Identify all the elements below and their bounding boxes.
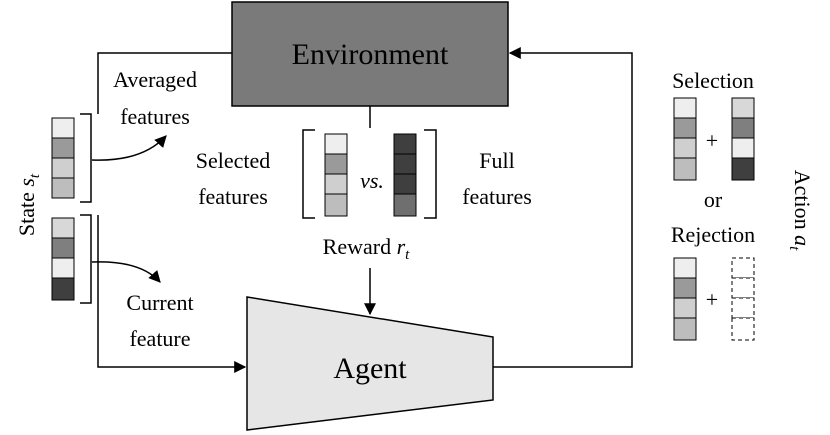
averaged-curve-arrow (91, 135, 167, 161)
action-label: Action at (786, 170, 815, 251)
selection-plus: + (706, 128, 718, 153)
comparison-right-bracket (424, 129, 437, 219)
agent-box: Agent (246, 296, 494, 431)
rejection-empty-column (731, 257, 755, 341)
current-bracket (80, 214, 92, 304)
selected-feature-column (324, 133, 348, 217)
averaged-label-line2: features (120, 104, 190, 129)
selection-current-column (673, 97, 697, 181)
selection-added-column (731, 97, 755, 181)
flow-arrows (91, 47, 633, 373)
rejection-current-column (673, 257, 697, 341)
environment-label: Environment (292, 38, 449, 71)
vs-label: vs. (360, 168, 384, 193)
state-label: State st (14, 173, 43, 236)
full-label-line2: features (462, 184, 532, 209)
current-label-line1: Current (126, 290, 193, 315)
selected-label-line2: features (198, 184, 268, 209)
reward-label: Reward rt (323, 234, 410, 263)
current-curve-arrow (91, 261, 161, 283)
selected-label-line1: Selected (196, 148, 271, 173)
current-feature-column (51, 217, 75, 301)
comparison-left-bracket (302, 129, 315, 219)
agent-label: Agent (333, 352, 407, 385)
full-feature-column (393, 133, 417, 217)
agent-to-env-arrow (493, 47, 633, 368)
env-to-state-line (97, 52, 232, 114)
rejection-label: Rejection (671, 222, 755, 247)
averaged-feature-column (51, 117, 75, 199)
full-label-line1: Full (479, 148, 514, 173)
averaged-label-line1: Averaged (113, 67, 197, 92)
averaged-bracket (80, 113, 92, 203)
state-to-agent-arrow (97, 215, 247, 373)
environment-box: Environment (231, 1, 509, 107)
selection-label: Selection (672, 68, 754, 93)
or-label: or (704, 187, 723, 212)
current-label-line2: feature (129, 326, 190, 351)
rejection-plus: + (706, 287, 718, 312)
